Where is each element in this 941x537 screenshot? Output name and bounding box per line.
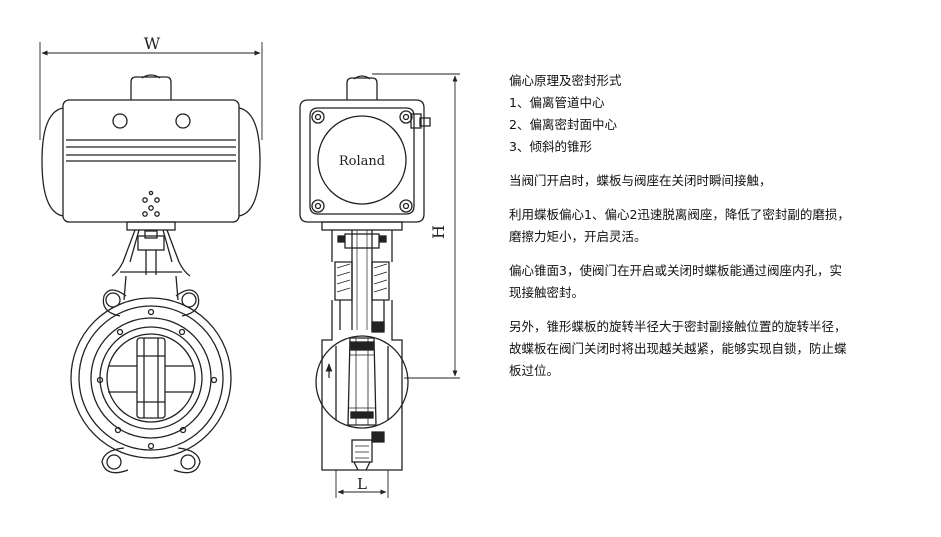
height-dimension: H (372, 73, 460, 379)
valve-body (70, 275, 232, 474)
notes-paragraph: 另外，锥形蝶板的旋转半径大于密封副接触位置的旋转半径， 故蝶板在阀门关闭时将出现… (509, 316, 919, 382)
paragraph-line: 板过位。 (509, 363, 560, 378)
actuator (41, 99, 261, 223)
paragraph-line: 现接触密封。 (509, 285, 585, 300)
notes-item: 1、偏离管道中心 (509, 95, 605, 110)
side-bracket (321, 221, 403, 330)
paragraph-line: 磨擦力矩小，开启灵活。 (509, 229, 647, 244)
notes-item: 2、偏离密封面中心 (509, 117, 617, 132)
side-actuator: Roland (299, 99, 431, 223)
notes-paragraph: 利用蝶板偏心1、偏心2迅速脱离阀座，降低了密封副的磨损， 磨擦力矩小，开启灵活。 (509, 204, 919, 248)
notes-paragraph: 当阀门开启时，蝶板与阀座在关闭时瞬间接触， (509, 170, 919, 192)
width-dimension-label: W (144, 34, 161, 53)
bracket (111, 221, 191, 277)
side-view: H Roland (299, 73, 460, 498)
notes-paragraph: 偏心锥面3，使阀门在开启或关闭时蝶板能通过阀座内孔，实 现接触密封。 (509, 260, 919, 304)
length-dimension-label: L (357, 475, 367, 493)
notes-item: 3、倾斜的锥形 (509, 139, 592, 154)
front-view: W (39, 34, 263, 474)
paragraph-line: 另外，锥形蝶板的旋转半径大于密封副接触位置的旋转半径， (509, 319, 847, 334)
brand-label: Roland (339, 154, 385, 169)
side-valve-body (315, 300, 409, 471)
notes-title: 偏心原理及密封形式 (509, 73, 622, 88)
eccentric-principle-notes: 偏心原理及密封形式 1、偏离管道中心 2、偏离密封面中心 3、倾斜的锥形 当阀门… (509, 70, 919, 382)
paragraph-line: 利用蝶板偏心1、偏心2迅速脱离阀座，降低了密封副的磨损， (509, 207, 850, 222)
height-dimension-label: H (429, 225, 448, 239)
paragraph-line: 偏心锥面3，使阀门在开启或关闭时蝶板能通过阀座内孔，实 (509, 263, 842, 278)
paragraph-line: 当阀门开启时，蝶板与阀座在关闭时瞬间接触， (509, 173, 772, 188)
width-dimension: W (39, 34, 263, 140)
paragraph-line: 故蝶板在阀门关闭时将出现越关越紧，能够实现自锁，防止蝶 (509, 341, 847, 356)
length-dimension: L (335, 470, 389, 498)
